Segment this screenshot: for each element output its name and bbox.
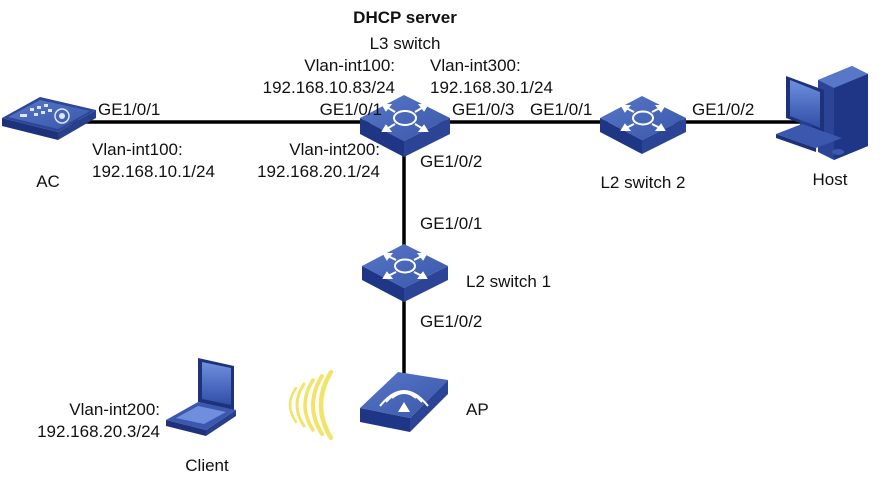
ac-label: AC: [36, 172, 60, 191]
l3-vlan300-ip: 192.168.30.1/24: [430, 78, 553, 97]
l2-switch-2-icon[interactable]: [600, 96, 686, 154]
l2-switch-2-label: L2 switch 2: [600, 173, 686, 192]
l3-port-ge103: GE1/0/3: [452, 100, 515, 119]
l3-vlan200-ip: 192.168.20.1/24: [257, 162, 380, 181]
l2s2-port-ge101: GE1/0/1: [530, 100, 593, 119]
laptop-icon[interactable]: [166, 358, 236, 436]
ac-port-ge101: GE1/0/1: [98, 100, 161, 119]
l3-port-ge101: GE1/0/1: [319, 100, 382, 119]
dhcp-server-title: DHCP server: [353, 8, 457, 27]
l3-port-ge102: GE1/0/2: [420, 152, 483, 171]
l2s1-port-ge102: GE1/0/2: [420, 312, 483, 331]
ac-vlan100-name: Vlan-int100:: [92, 140, 183, 159]
client-vlan200-name: Vlan-int200:: [69, 400, 160, 419]
l3-switch-label: L3 switch: [369, 34, 441, 53]
l3-vlan200-name: Vlan-int200:: [289, 140, 380, 159]
l2-switch-1-label: L2 switch 1: [466, 272, 552, 291]
client-label: Client: [185, 456, 229, 475]
l2s2-port-ge102: GE1/0/2: [692, 100, 755, 119]
host-computer-icon[interactable]: [776, 66, 868, 160]
client-vlan200-ip: 192.168.20.3/24: [37, 422, 160, 441]
l2s1-port-ge101: GE1/0/1: [420, 214, 483, 233]
l3-vlan300-name: Vlan-int300:: [430, 56, 521, 75]
l2-switch-1-icon[interactable]: [362, 244, 448, 302]
ac-device-icon[interactable]: [2, 97, 96, 140]
host-label: Host: [812, 170, 848, 189]
ap-icon[interactable]: [360, 372, 448, 432]
wifi-signal-icon: [288, 369, 334, 441]
ac-vlan100-ip: 192.168.10.1/24: [92, 162, 215, 181]
l3-switch-icon[interactable]: [360, 95, 450, 157]
l3-vlan100-name: Vlan-int100:: [304, 56, 395, 75]
ap-label: AP: [466, 400, 489, 419]
links: [72, 120, 800, 380]
l3-vlan100-ip: 192.168.10.83/24: [262, 78, 395, 97]
